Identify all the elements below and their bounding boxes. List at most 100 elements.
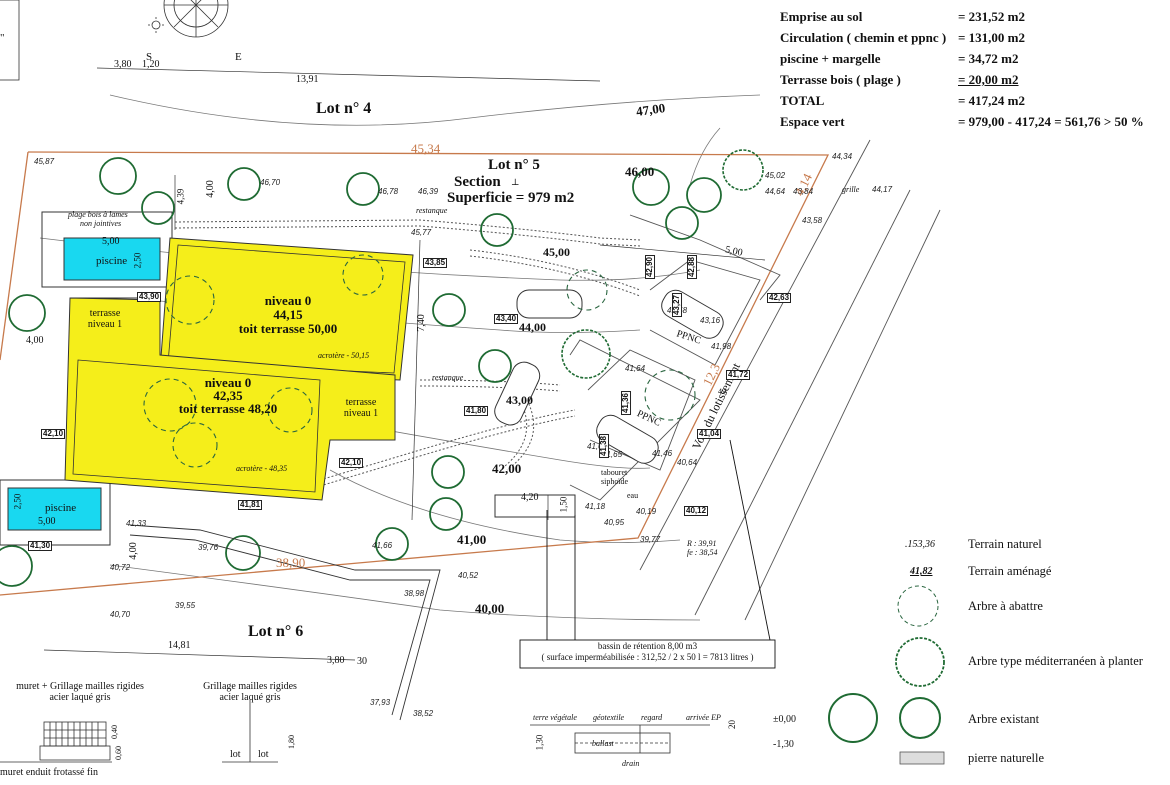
level0-label: ±0,00 — [773, 714, 796, 725]
bassin-line2: ( surface imperméabilisée : 312,52 / 2 x… — [541, 652, 754, 662]
boxed-level: 43,40 — [494, 314, 519, 324]
summary-row: Circulation ( chemin et ppnc ) = 131,00 m… — [780, 30, 1160, 48]
elevation-label: 41,46 — [652, 449, 673, 458]
boxed-level: 43,85 — [423, 258, 448, 268]
boxed-level: 43,27 — [672, 292, 683, 318]
elevation-label: 40,72 — [110, 563, 131, 572]
elevation-label: 46,78 — [378, 187, 399, 196]
dim-420: 4,20 — [521, 492, 539, 503]
summary-label: piscine + margelle — [780, 51, 881, 66]
lot6-boundary — [129, 524, 441, 721]
boxed-level: 42,90 — [645, 254, 656, 280]
pool-lower — [7, 487, 102, 531]
fence-detail-grillage — [222, 700, 278, 763]
terrasse-n1a: terrasse niveau 1 — [72, 308, 138, 330]
car-icon — [516, 289, 583, 319]
lot6-label: Lot n° 6 — [248, 623, 304, 640]
boxed-level: 42,10 — [339, 458, 364, 468]
boxed-level: 42,10 — [41, 429, 66, 439]
summary-row: Espace vert= 979,00 - 417,24 = 561,76 > … — [780, 114, 1160, 132]
fence1-caption: muret + Grillage mailles rigides acier l… — [0, 681, 160, 703]
d060-label: 0,60 — [114, 746, 123, 760]
non-jointives-label: non jointives — [80, 219, 122, 228]
terrasse-n1a-line1: terrasse — [89, 308, 121, 319]
elevation-label: 41,66 — [372, 541, 393, 550]
summary-label: TOTAL — [780, 93, 825, 108]
dim-500b: 5,00 — [38, 516, 56, 527]
block-upper-label: niveau 0 44,15 toit terrasse 50,00 — [218, 294, 358, 336]
legend-label: Arbre existant — [968, 712, 1040, 726]
elevation-label: 44,34 — [832, 152, 853, 161]
dim-439: 4,39 — [175, 188, 186, 205]
legend-symbols — [828, 585, 945, 765]
dim-740: 7,40 — [415, 314, 427, 332]
fence-detail-muret — [0, 721, 112, 763]
boxed-level: 42,88 — [687, 254, 698, 280]
d130-label: 1,30 — [534, 734, 545, 751]
grille-label: grille — [842, 185, 860, 194]
siphoide-label: siphoïde — [601, 477, 629, 486]
fence2-caption: Grillage mailles rigides acier laqué gri… — [180, 681, 320, 703]
elevation-label: 40,95 — [604, 518, 625, 527]
stone-swatch-icon — [899, 751, 945, 765]
dim-150: 1,50 — [558, 496, 569, 513]
summary-label: Espace vert — [780, 114, 845, 129]
building-block-upper — [159, 237, 414, 381]
elevation-label: 44,64 — [765, 187, 786, 196]
drain-label: drain — [622, 759, 640, 768]
fence2-line1: Grillage mailles rigides — [203, 681, 297, 692]
legend-sample: .153,36 — [905, 539, 935, 550]
plage-label: plage bois à lames — [68, 210, 128, 219]
elevation-label: 43,16 — [700, 316, 721, 325]
elevation-label: 41,64 — [625, 364, 646, 373]
legend-label: Terrain naturel — [968, 537, 1042, 551]
terrasse-n1b-line1: terrasse — [345, 397, 377, 408]
existing-tree-icon — [828, 693, 878, 743]
superficie-label: Superficie = 979 m2 — [447, 190, 575, 206]
summary-value: = 231,52 m2 — [958, 9, 1025, 24]
elevation-label: 41,18 — [585, 502, 606, 511]
contour-4500: 45,00 — [543, 245, 570, 259]
bassin-note: bassin de rétention 8,00 m3 ( surface im… — [520, 641, 775, 663]
elevation-label: 37,93 — [370, 698, 391, 707]
elevation-label: 41,65 — [602, 450, 623, 459]
summary-value: = 131,00 m2 — [958, 30, 1025, 45]
elevation-label: 45,87 — [34, 157, 55, 166]
legend-label: pierre naturelle — [968, 751, 1044, 765]
elevation-label: 41,33 — [126, 519, 147, 528]
terrasse-n1b: terrasse niveau 1 — [330, 397, 392, 419]
drain-lines — [519, 439, 776, 669]
fe-label: fe : 38,54 — [687, 548, 718, 557]
elevation-label: 46,70 — [260, 178, 281, 187]
lot4-label: Lot n° 4 — [316, 100, 372, 117]
boxed-level: 41,30 — [28, 541, 53, 551]
block-lower-label: niveau 0 42,35 toit terrasse 48,20 — [158, 376, 298, 415]
elevation-label: 39,55 — [175, 601, 196, 610]
muret-caption: muret enduit frotassé fin — [0, 767, 99, 778]
summary-label: Circulation ( chemin et ppnc ) — [780, 30, 947, 45]
elevation-label: 39,77 — [640, 535, 661, 544]
level-neg-label: -1,30 — [773, 739, 794, 750]
boxed-level: 41,80 — [464, 406, 489, 416]
dim-400b: 4,00 — [204, 180, 216, 198]
building-block-lower — [64, 297, 396, 501]
contour-4100: 41,00 — [457, 532, 487, 547]
elevation-label: 39,76 — [198, 543, 219, 552]
dim-250b: 2,50 — [12, 493, 23, 510]
contour-4400: 44,00 — [519, 320, 546, 334]
compass-icon — [163, 0, 229, 38]
dim-400c: 4,00 — [127, 542, 139, 560]
trees-to-cut — [143, 254, 696, 468]
lot5-label: Lot n° 5 — [488, 157, 540, 173]
acrotere-label-1: acrotère - 50,15 — [318, 351, 370, 360]
legend-label: Terrain aménagé — [968, 564, 1052, 578]
legend-sample: 41,82 — [910, 566, 933, 577]
summary-value: = 20,00 m2 — [958, 72, 1019, 87]
dim-380b: 3,80 — [327, 655, 345, 666]
legend-label: Arbre type méditerranéen à planter — [968, 654, 1143, 668]
boxed-level: 41,72 — [726, 370, 751, 380]
block-lower-line1: niveau 0 — [204, 375, 252, 390]
dim-1391: 13,91 — [296, 74, 319, 85]
acrotere-label-2: acrotère - 48,35 — [236, 464, 288, 473]
